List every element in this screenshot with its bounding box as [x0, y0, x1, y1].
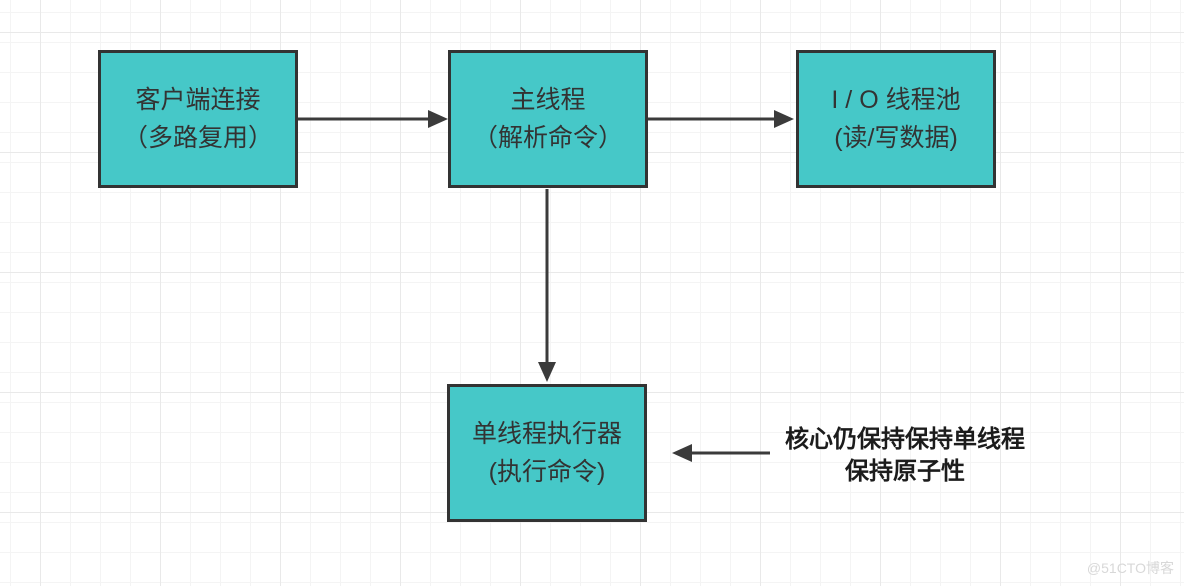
node-label-line2: （多路复用） — [122, 124, 273, 152]
arrow-main-to-executor — [538, 189, 556, 382]
arrow-main-to-io — [647, 110, 794, 128]
node-main-thread[interactable]: 主线程 （解析命令） — [448, 50, 648, 188]
arrow-client-to-main — [298, 110, 448, 128]
node-label-line1: 单线程执行器 — [471, 420, 622, 448]
annotation-line2: 保持原子性 — [845, 458, 965, 485]
node-io-thread-pool[interactable]: I / O 线程池 (读/写数据) — [796, 50, 996, 188]
node-label-line1: I / O 线程池 — [831, 86, 961, 114]
node-label-line2: (执行命令) — [488, 458, 606, 486]
node-label-line2: （解析命令） — [472, 124, 623, 152]
annotation-text: 核心仍保持保持单线程 保持原子性 — [755, 424, 1055, 488]
node-label-line2: (读/写数据) — [834, 124, 958, 152]
node-client-connection[interactable]: 客户端连接 （多路复用） — [98, 50, 298, 188]
node-label-line1: 主线程 — [510, 86, 586, 114]
node-single-thread-executor[interactable]: 单线程执行器 (执行命令) — [447, 384, 647, 522]
annotation-line1: 核心仍保持保持单线程 — [785, 426, 1025, 453]
watermark: @51CTO博客 — [1086, 560, 1174, 576]
node-label-line1: 客户端连接 — [135, 86, 261, 114]
